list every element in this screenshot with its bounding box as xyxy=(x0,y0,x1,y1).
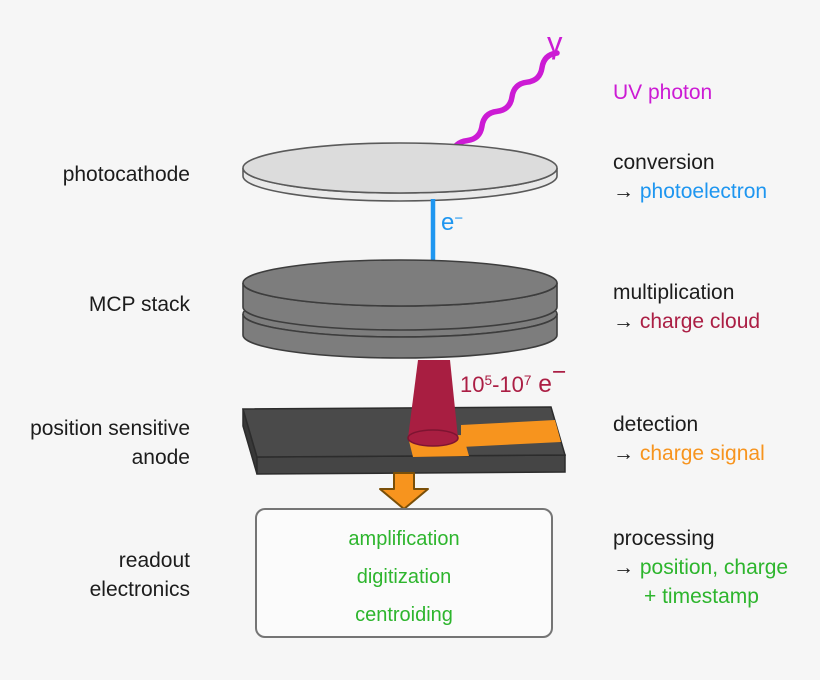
gain-annotation: 105-107 e− xyxy=(460,359,566,401)
gain-base1: 10 xyxy=(460,372,485,397)
multiplication-result: charge cloud xyxy=(639,310,761,333)
uv-photon-caption: UV photon xyxy=(613,81,713,104)
gain-exp2: 7 xyxy=(523,373,532,389)
processing-step: processing → position, charge + timestam… xyxy=(613,524,788,611)
mcp-stack xyxy=(242,259,558,359)
multiplication-step: multiplication → charge cloud xyxy=(613,278,760,336)
conversion-step: conversion → photoelectron xyxy=(613,148,767,206)
mcp-stack-label: MCP stack xyxy=(88,293,190,316)
processing-title: processing xyxy=(613,527,715,550)
detection-result: charge signal xyxy=(639,442,765,465)
anode-label-line2: anode xyxy=(131,446,190,469)
readout-item-centroiding: centroiding xyxy=(355,604,453,626)
readout-electronics-box: amplification digitization centroiding xyxy=(255,508,553,638)
photocathode-disk xyxy=(242,142,558,202)
gain-base2: -10 xyxy=(492,372,524,397)
charge-signal-arrow xyxy=(379,472,429,510)
processing-result-cont: + timestamp xyxy=(644,585,759,608)
conversion-result: photoelectron xyxy=(639,180,768,203)
detection-title: detection xyxy=(613,413,699,436)
conversion-title: conversion xyxy=(613,151,715,174)
multiplication-title: multiplication xyxy=(613,281,735,304)
gamma-label: γ xyxy=(547,25,563,60)
photocathode-label: photocathode xyxy=(62,163,190,186)
readout-label-line1: readout xyxy=(118,549,190,572)
readout-label: readout electronics xyxy=(0,546,190,604)
anode-slab xyxy=(242,406,566,475)
processing-arrow-icon: → xyxy=(613,556,634,579)
processing-result: position, charge xyxy=(639,556,789,579)
readout-item-amplification: amplification xyxy=(348,528,460,550)
gain-electron-sign: − xyxy=(551,358,567,386)
conversion-arrow-icon: → xyxy=(613,180,634,203)
detection-step: detection → charge signal xyxy=(613,410,765,468)
electron-symbol: e xyxy=(441,209,455,236)
electron-charge-sign: − xyxy=(454,210,464,227)
detection-arrow-icon: → xyxy=(613,442,634,465)
anode-charge-stripe xyxy=(461,420,561,447)
charge-cloud-cone xyxy=(407,360,459,447)
anode-label: position sensitive anode xyxy=(0,414,190,472)
readout-label-line2: electronics xyxy=(89,578,190,601)
anode-label-line1: position sensitive xyxy=(30,417,190,440)
readout-item-digitization: digitization xyxy=(356,566,452,588)
multiplication-arrow-icon: → xyxy=(613,310,634,333)
gain-electron: e xyxy=(531,371,552,398)
gain-exp1: 5 xyxy=(484,373,493,389)
photoelectron-annotation: e− xyxy=(441,209,463,240)
